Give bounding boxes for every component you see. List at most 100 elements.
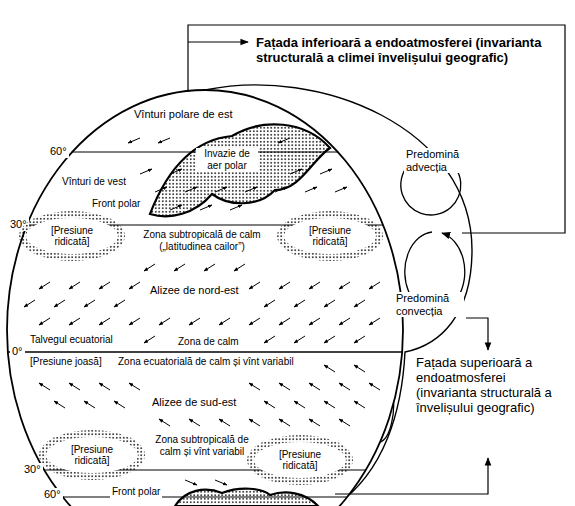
wind-arrow [219,419,230,426]
wind-arrow [264,300,275,307]
wind-arrow [99,282,110,289]
wind-label: Alizee de nord-est [148,284,241,297]
wind-arrow [369,383,380,390]
wind-arrow [279,419,290,426]
zone-label: Zona subtropicală de calm („latitudinea … [124,229,280,252]
wind-arrow [39,383,50,390]
wind-arrow [354,365,365,372]
process-label: Predomină advecția [404,148,474,173]
wind-arrow [249,383,260,390]
wind-arrow [155,187,167,192]
wind-label: Vînturi polare de est [132,108,234,121]
wind-arrow [279,383,290,390]
wind-arrow [54,401,65,408]
wind-arrow [324,336,335,343]
wind-arrow [185,480,197,485]
wind-arrow [185,187,197,192]
pressure-cell: [Presiune ridicată] [276,210,384,262]
pressure-cell-text: [Presiune ridicată] [41,225,103,248]
wind-arrow [309,383,320,390]
wind-arrow [245,187,257,192]
wind-arrow [279,318,290,325]
wind-arrow [369,282,380,289]
wind-arrow [354,300,365,307]
front-label: Front polar [110,486,162,498]
wind-label: Vînturi de vest [60,176,128,188]
pressure-cell-core [26,218,118,254]
wind-arrow [69,383,80,390]
wind-arrow [140,169,152,174]
wind-arrow [158,138,170,143]
wind-arrow [339,282,350,289]
wind-arrow [279,282,290,289]
wind-arrow [324,365,335,372]
pressure-cell-core [254,442,346,478]
wind-arrow [290,169,302,174]
pressure-cell: [Presiune ridicată] [38,429,146,481]
wind-arrow [200,205,212,210]
wind-arrow [144,336,155,343]
wind-arrow [114,300,125,307]
wind-arrow [39,282,50,289]
wind-label: Alizee de sud-est [150,396,238,409]
wind-arrow [219,318,230,325]
wind-arrow [324,300,335,307]
wind-arrow [339,419,350,426]
latitude-label: 60° [48,145,69,158]
wind-arrow [354,401,365,408]
zone-label: Talvegul ecuatorial [28,334,115,346]
pressure-cell-core [284,218,376,254]
polar-air-invasion [175,489,318,506]
equator-line [8,351,402,352]
wind-arrow [215,480,227,485]
pressure-cell: [Presiune ridicată] [246,434,354,486]
pressure-cell-stipple [277,211,383,261]
zone-label: Zona de calm [176,336,241,348]
wind-arrow [354,336,365,343]
pressure-cell-text: [Presiune ridicată] [269,449,331,472]
wind-arrow [170,205,182,210]
wind-arrow [215,187,227,192]
wind-arrow [294,336,305,343]
callout-arrow [188,41,248,42]
wind-arrow [99,318,110,325]
wind-arrow [369,318,380,325]
wind-arrow [249,318,260,325]
wind-arrow [339,318,350,325]
pressure-cell-core [46,437,138,473]
wind-arrow [159,318,170,325]
wind-arrow [320,169,332,174]
wind-arrow [275,187,287,192]
pressure-cell-stipple [247,435,353,485]
wind-arrow [129,318,140,325]
wind-arrow [84,401,95,408]
callout-bracket [188,25,565,233]
wind-arrow [54,300,65,307]
front-label: Front polar [90,198,142,210]
wind-arrow [114,401,125,408]
pressure-cell-stipple [19,211,125,261]
callout-arrow [335,458,488,494]
wind-arrow [339,383,350,390]
wind-arrow [309,282,320,289]
callout-text: Fațada inferioară a endoatmosferei (inva… [254,36,560,66]
wind-arrow [309,318,320,325]
pressure-cell-text: [Presiune ridicată] [299,225,361,248]
wind-arrow [99,383,110,390]
wind-arrow [249,282,260,289]
wind-arrow [159,419,170,426]
pressure-label: [Presiune joasă] [28,356,104,368]
wind-arrow [174,264,185,271]
latitude-label: 30° [22,463,43,476]
wind-arrow [264,336,275,343]
wind-arrow [230,205,242,210]
pressure-cell-stipple [39,430,145,480]
wind-arrow [234,264,245,271]
wind-arrow [129,383,140,390]
globe-outline [7,90,403,506]
wind-arrow [39,318,50,325]
latitude-label: 0° [10,345,25,358]
wind-arrow [305,187,317,192]
wind-arrow [129,282,140,289]
